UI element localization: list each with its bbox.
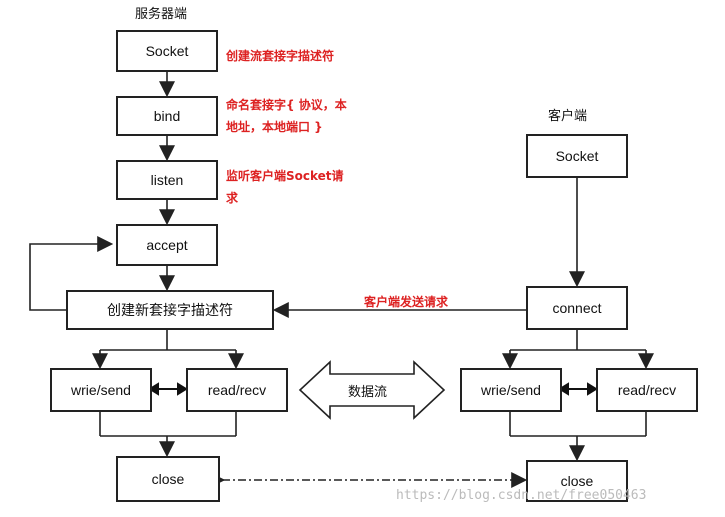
client-socket-box: Socket: [526, 134, 628, 178]
double-arrow-server-left: [148, 382, 159, 396]
note-bind-line2: 地址，本地端口 }: [226, 120, 323, 134]
dataflow-label: 数据流: [348, 385, 388, 400]
double-arrow-client-right: [587, 382, 598, 396]
server-accept-box: accept: [116, 224, 218, 266]
server-write-box: wrie/send: [50, 368, 152, 412]
client-write-box: wrie/send: [460, 368, 562, 412]
server-close-box: close: [116, 456, 220, 502]
watermark-url: https://blog.csdn.net/free050463: [396, 488, 647, 503]
client-title: 客户端: [548, 109, 588, 124]
client-close-box: close: [526, 460, 628, 502]
arrow-loop-back: [29, 236, 114, 311]
request-label: 客户端发送请求: [364, 295, 449, 309]
double-arrow-server-right: [177, 382, 188, 396]
note-listen-line1: 监听客户端Socket请: [226, 169, 344, 183]
client-read-box: read/recv: [596, 368, 698, 412]
server-read-box: read/recv: [186, 368, 288, 412]
note-socket: 创建流套接字描述符: [226, 49, 335, 63]
double-arrow-client-left: [558, 382, 569, 396]
note-bind-line1: 命名套接字{ 协议，本: [226, 98, 347, 112]
client-connect-box: connect: [526, 286, 628, 330]
server-socket-box: Socket: [116, 30, 218, 72]
note-listen-line2: 求: [226, 191, 239, 205]
server-bind-box: bind: [116, 96, 218, 136]
server-title: 服务器端: [135, 7, 188, 22]
server-create-descriptor-box: 创建新套接字描述符: [66, 290, 274, 330]
server-listen-box: listen: [116, 160, 218, 200]
dataflow-arrow-shape: [298, 360, 446, 420]
